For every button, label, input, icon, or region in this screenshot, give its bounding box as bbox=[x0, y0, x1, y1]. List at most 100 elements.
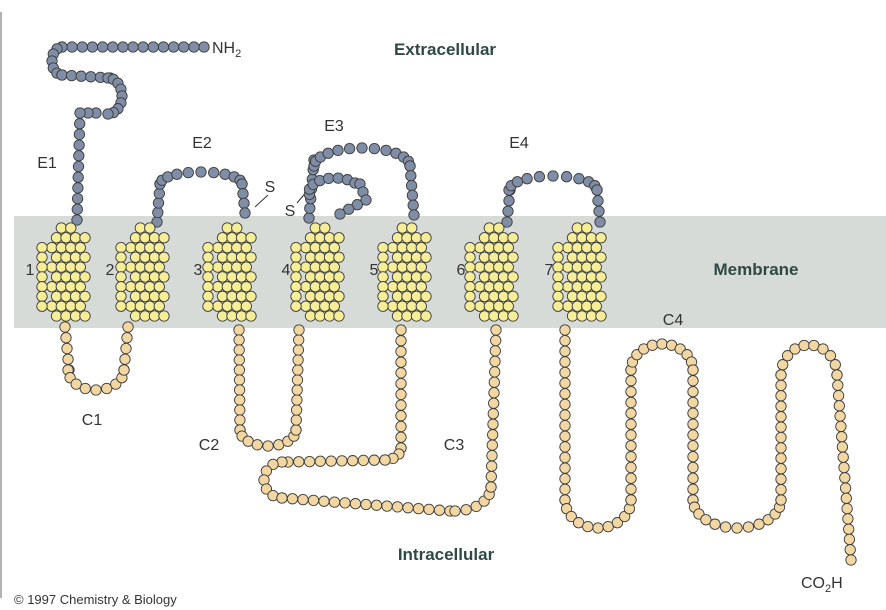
tm-helix-2-residue bbox=[130, 272, 140, 282]
intracellular-residue bbox=[488, 430, 498, 440]
tm-helix-6-residue bbox=[494, 242, 504, 252]
tm-helix-6-residue bbox=[503, 301, 513, 311]
extracellular-residue bbox=[574, 174, 584, 184]
tm-helix-3-residue bbox=[236, 311, 246, 321]
intracellular-residue bbox=[626, 387, 636, 397]
intracellular-residue bbox=[234, 335, 244, 345]
tm-helix-1-residue bbox=[56, 282, 66, 292]
tm-helix-3-residue bbox=[203, 301, 213, 311]
tm-helix-1-residue bbox=[51, 233, 61, 243]
tm-helix-5-residue bbox=[416, 242, 426, 252]
intracellular-residue bbox=[489, 388, 499, 398]
loop-label-e3: E3 bbox=[324, 118, 344, 135]
intracellular-residue bbox=[626, 376, 636, 386]
tm-helix-6-residue bbox=[484, 242, 494, 252]
tm-helix-7-residue bbox=[582, 301, 592, 311]
intracellular-residue bbox=[80, 383, 90, 393]
tm-helix-6-residue bbox=[475, 262, 485, 272]
tm-helix-7-residue bbox=[553, 242, 563, 252]
tm-helix-1-residue bbox=[70, 252, 80, 262]
tm-helix-5-residue bbox=[416, 301, 426, 311]
intracellular-residue bbox=[293, 355, 303, 365]
tm-helix-6-residue bbox=[475, 282, 485, 292]
tm-helix-7-residue bbox=[563, 262, 573, 272]
tm-helix-7-residue bbox=[586, 252, 596, 262]
extracellular-residue bbox=[304, 213, 314, 223]
extracellular-residue bbox=[561, 172, 571, 182]
intracellular-residue bbox=[461, 505, 471, 515]
tm-helix-6-residue bbox=[498, 311, 508, 321]
intracellular-residue bbox=[833, 380, 843, 390]
tm-helix-1-residue bbox=[80, 311, 90, 321]
extracellular-residue bbox=[333, 173, 343, 183]
tm-helix-2-residue bbox=[116, 282, 126, 292]
extracellular-residue bbox=[209, 167, 219, 177]
tm-helix-2-residue bbox=[140, 291, 150, 301]
tm-helix-1-residue bbox=[47, 282, 57, 292]
tm-helix-2-residue bbox=[126, 242, 136, 252]
intracellular-residue bbox=[488, 409, 498, 419]
intracellular-residue bbox=[348, 456, 358, 466]
tm-helix-4-residue bbox=[310, 223, 320, 233]
tm-helix-5-residue bbox=[421, 272, 431, 282]
intracellular-residue bbox=[491, 335, 501, 345]
extracellular-residue bbox=[183, 167, 193, 177]
tm-helix-1-residue bbox=[37, 301, 47, 311]
tm-helix-7-residue bbox=[577, 272, 587, 282]
intracellular-residue bbox=[121, 343, 131, 353]
tm-helix-6-residue bbox=[489, 291, 499, 301]
tm-helix-6-residue bbox=[479, 311, 489, 321]
extracellular-residue bbox=[74, 140, 84, 150]
tm-helix-1-residue bbox=[70, 311, 80, 321]
intracellular-residue bbox=[287, 494, 297, 504]
intracellular-residue bbox=[657, 339, 667, 349]
tm-helix-5-residue bbox=[402, 272, 412, 282]
intracellular-residue bbox=[626, 430, 636, 440]
tm-helix-5-residue bbox=[388, 301, 398, 311]
tm-helix-6-residue bbox=[508, 233, 518, 243]
intracellular-residue bbox=[358, 455, 368, 465]
intracellular-residue bbox=[329, 497, 339, 507]
loop-label-c1: C1 bbox=[82, 412, 103, 429]
intracellular-residue bbox=[380, 455, 390, 465]
tm-helix-7-residue bbox=[586, 272, 596, 282]
intracellular-residue bbox=[235, 415, 245, 425]
tm-helix-4-residue bbox=[315, 252, 325, 262]
intracellular-residue bbox=[263, 441, 273, 451]
tm-helix-3-residue bbox=[203, 242, 213, 252]
tm-helix-5-residue bbox=[407, 223, 417, 233]
tm-helix-1-residue bbox=[80, 272, 90, 282]
tm-helix-1-residue bbox=[80, 252, 90, 262]
intracellular-residue bbox=[560, 325, 570, 335]
tm-helix-5-residue bbox=[397, 262, 407, 272]
tm-helix-3-residue bbox=[246, 291, 256, 301]
intracellular-residue bbox=[63, 354, 73, 364]
tm-helix-1-residue bbox=[47, 262, 57, 272]
tm-helix-2-residue bbox=[159, 311, 169, 321]
tm-helix-5-residue bbox=[421, 291, 431, 301]
tm-helix-2-residue bbox=[135, 282, 145, 292]
intracellular-residue bbox=[776, 495, 786, 505]
tm-helix-2-residue bbox=[116, 242, 126, 252]
tm-helix-5-residue bbox=[378, 301, 388, 311]
intracellular-residue bbox=[252, 440, 262, 450]
tm-helix-3-residue bbox=[203, 252, 213, 262]
intracellular-residue bbox=[293, 365, 303, 375]
intracellular-residue bbox=[424, 504, 434, 514]
tm-helix-5-residue bbox=[411, 311, 421, 321]
tm-helix-3-residue bbox=[213, 301, 223, 311]
helix-label-1: 1 bbox=[26, 262, 35, 279]
tm-helix-7-residue bbox=[572, 282, 582, 292]
tm-helix-6-residue bbox=[508, 311, 518, 321]
tm-helix-6-residue bbox=[503, 262, 513, 272]
tm-helix-4-residue bbox=[315, 291, 325, 301]
extracellular-residue bbox=[118, 42, 128, 52]
extracellular-residue bbox=[189, 42, 199, 52]
intracellular-residue bbox=[294, 325, 304, 335]
tm-helix-2-residue bbox=[145, 282, 155, 292]
tm-helix-6-residue bbox=[508, 252, 518, 262]
extracellular-residue bbox=[75, 119, 85, 129]
tm-helix-5-residue bbox=[407, 262, 417, 272]
tm-helix-3-residue bbox=[246, 233, 256, 243]
tm-helix-1-residue bbox=[80, 291, 90, 301]
